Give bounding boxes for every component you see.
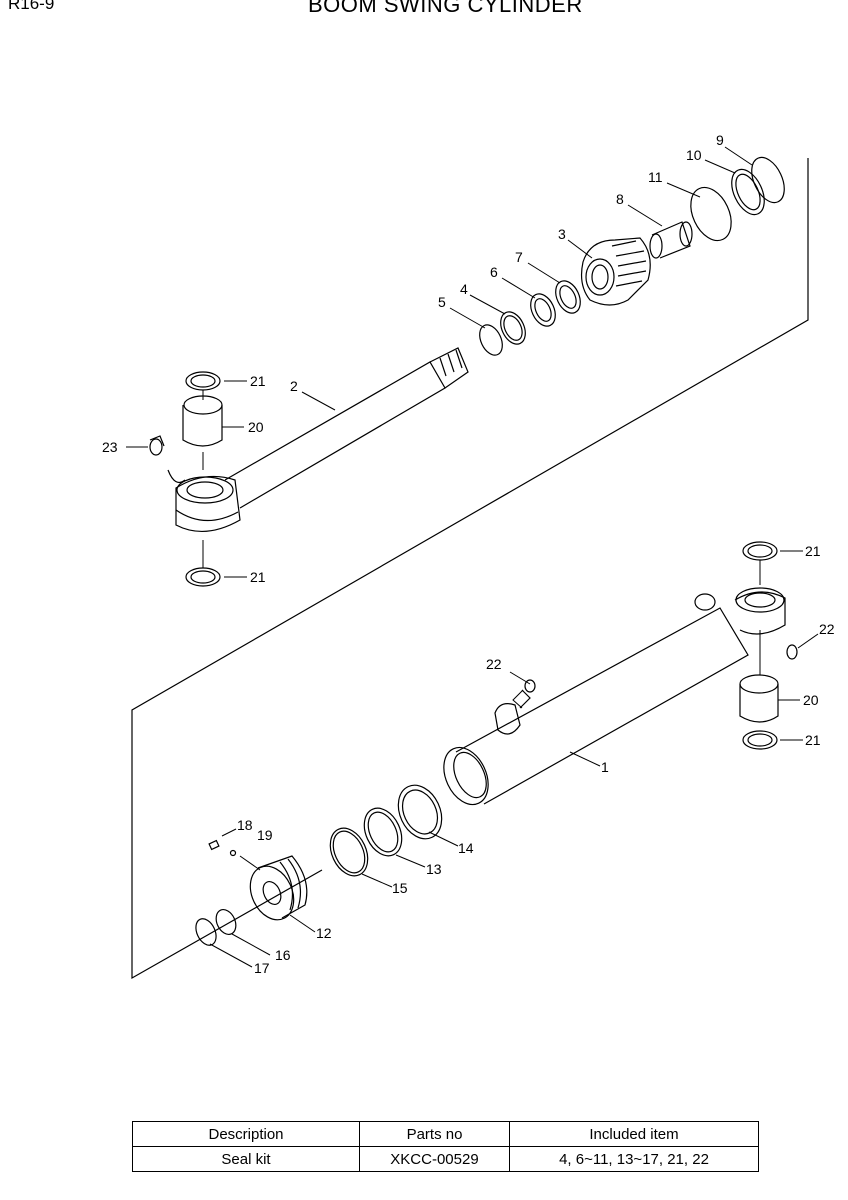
table-row: Seal kit XKCC-00529 4, 6~11, 13~17, 21, … bbox=[132, 1146, 759, 1172]
callout-21-bottom-right: 21 bbox=[805, 732, 821, 748]
callout-18: 18 bbox=[237, 817, 253, 833]
oring-22-center bbox=[524, 679, 536, 693]
ring-4 bbox=[500, 311, 526, 345]
ring-5 bbox=[479, 324, 503, 356]
callout-12: 12 bbox=[316, 925, 332, 941]
callout-21-bottom-left: 21 bbox=[250, 569, 266, 585]
callout-7: 7 bbox=[515, 249, 523, 265]
callout-13: 13 bbox=[426, 861, 442, 877]
ring-10 bbox=[731, 168, 765, 216]
callout-21-top-right: 21 bbox=[805, 543, 821, 559]
ring-21-right-bottom bbox=[742, 730, 778, 750]
piston-rod bbox=[167, 347, 469, 533]
oring-22-right bbox=[786, 644, 798, 660]
ring-9 bbox=[751, 156, 785, 204]
cell-included-item: 4, 6~11, 13~17, 21, 22 bbox=[509, 1146, 759, 1172]
callout-22-center: 22 bbox=[486, 656, 502, 672]
callout-16: 16 bbox=[275, 947, 291, 963]
callout-8: 8 bbox=[616, 191, 624, 207]
page-title: BOOM SWING CYLINDER bbox=[308, 0, 583, 17]
ball-19 bbox=[229, 849, 237, 857]
grease-fitting-23 bbox=[149, 435, 165, 456]
ring-10-inner bbox=[735, 173, 761, 211]
header-parts-no: Parts no bbox=[359, 1121, 510, 1147]
callout-15: 15 bbox=[392, 880, 408, 896]
callout-9: 9 bbox=[716, 132, 724, 148]
callout-21-top-left: 21 bbox=[250, 373, 266, 389]
callout-2: 2 bbox=[290, 378, 298, 394]
header-description: Description bbox=[132, 1121, 360, 1147]
assembly-frame bbox=[131, 158, 809, 980]
ring-7 bbox=[555, 280, 581, 314]
bushing-8 bbox=[649, 221, 693, 259]
callout-1: 1 bbox=[601, 759, 609, 775]
callout-11: 11 bbox=[648, 169, 663, 185]
callout-17: 17 bbox=[254, 960, 270, 976]
seal-kit-table: Description Parts no Included item Seal … bbox=[132, 1121, 759, 1172]
callout-5: 5 bbox=[438, 294, 446, 310]
callout-6: 6 bbox=[490, 264, 498, 280]
cell-parts-no: XKCC-00529 bbox=[359, 1146, 510, 1172]
header-included-item: Included item bbox=[509, 1121, 759, 1147]
ring-11 bbox=[690, 186, 732, 242]
cylinder-tube bbox=[443, 587, 786, 806]
bushing-20-top bbox=[182, 395, 223, 447]
callout-20-right: 20 bbox=[803, 692, 819, 708]
bushing-20-right bbox=[739, 674, 779, 723]
ring-15 bbox=[329, 827, 369, 877]
ring-14 bbox=[397, 784, 443, 840]
callout-14: 14 bbox=[458, 840, 474, 856]
callout-4: 4 bbox=[460, 281, 468, 297]
cell-description: Seal kit bbox=[132, 1146, 360, 1172]
gland bbox=[580, 237, 651, 306]
ring-6 bbox=[530, 293, 556, 327]
ring-13 bbox=[363, 807, 403, 857]
ring-16 bbox=[215, 909, 237, 935]
callout-19: 19 bbox=[257, 827, 273, 843]
table-header-row: Description Parts no Included item bbox=[132, 1121, 759, 1147]
piston-12 bbox=[249, 855, 308, 921]
callout-20-left: 20 bbox=[248, 419, 264, 435]
page-code: R16-9 bbox=[8, 0, 55, 13]
set-screw-18 bbox=[208, 839, 220, 851]
callout-10: 10 bbox=[686, 147, 702, 163]
callout-3: 3 bbox=[558, 226, 566, 242]
callout-23: 23 bbox=[102, 439, 118, 455]
callout-22-right: 22 bbox=[819, 621, 835, 637]
